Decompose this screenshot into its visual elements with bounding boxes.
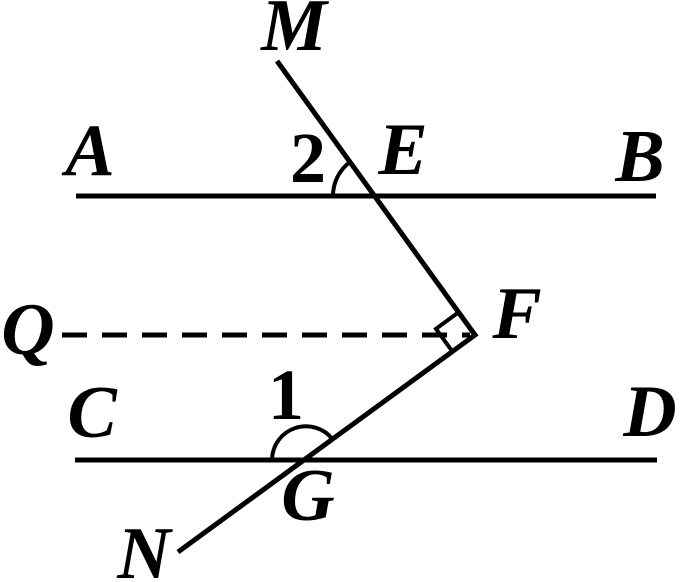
transversal-M-E-F-G-N bbox=[176, 59, 479, 555]
label-point-G: G bbox=[281, 455, 335, 537]
angle-1-label: 1 bbox=[268, 355, 304, 435]
label-point-N: N bbox=[117, 513, 171, 582]
label-point-A: A bbox=[65, 110, 115, 192]
angle-2-arc-E bbox=[330, 160, 352, 197]
angle-2-label: 2 bbox=[290, 118, 326, 198]
label-point-C: C bbox=[67, 372, 117, 454]
label-point-M: M bbox=[261, 0, 327, 67]
angle-1-arc-G bbox=[270, 424, 335, 460]
label-point-B: B bbox=[615, 116, 665, 198]
label-point-Q: Q bbox=[1, 289, 55, 371]
label-point-D: D bbox=[623, 371, 677, 453]
label-point-E: E bbox=[378, 109, 428, 191]
label-point-F: F bbox=[492, 273, 542, 355]
right-angle-mark-F bbox=[433, 310, 460, 353]
